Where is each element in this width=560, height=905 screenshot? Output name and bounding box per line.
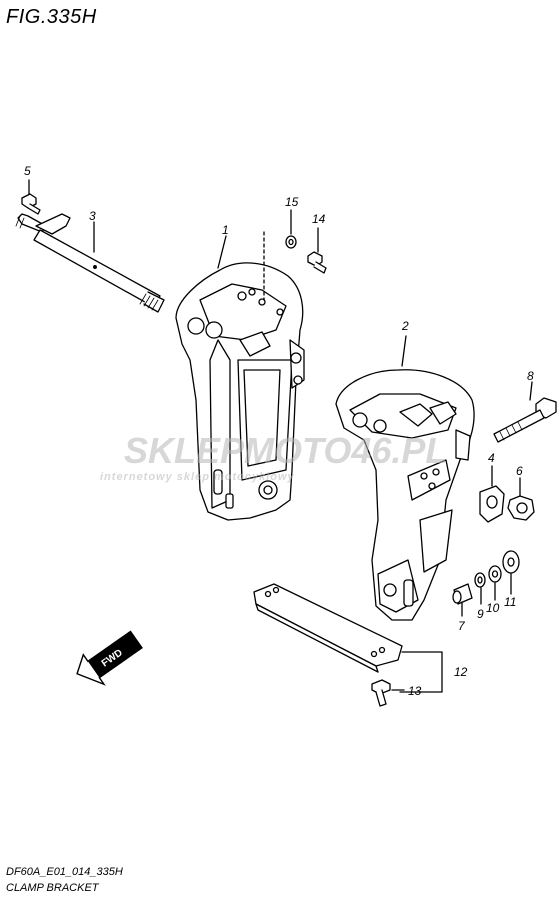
callout-5[interactable]: 5: [24, 164, 31, 178]
part-14-bolt[interactable]: [307, 251, 327, 274]
part-5-bolt[interactable]: [21, 193, 41, 215]
watermark-text: SKLEPMOTO46.PL: [124, 430, 447, 471]
callout-1[interactable]: 1: [222, 223, 229, 237]
part-2-clamp-bracket[interactable]: [335, 369, 475, 621]
callout-12[interactable]: 12: [454, 665, 468, 679]
leader-1: [217, 235, 227, 269]
leader-12: [399, 651, 443, 693]
figure-name: CLAMP BRACKET: [6, 882, 99, 894]
watermark-subtext: internetowy sklep motocyklowy: [100, 471, 295, 483]
arrow-fwd-icon: [76, 630, 143, 686]
callout-6[interactable]: 6: [516, 464, 523, 478]
callout-4[interactable]: 4: [488, 451, 495, 465]
part-15-washer[interactable]: [285, 235, 297, 249]
leader-8: [529, 381, 533, 401]
part-13-bolt[interactable]: [371, 679, 391, 707]
callout-9[interactable]: 9: [477, 607, 484, 621]
part-11-washer[interactable]: [502, 550, 520, 574]
callout-2[interactable]: 2: [401, 319, 409, 333]
part-7-bushing[interactable]: [452, 583, 473, 605]
figure-title: FIG.335H: [6, 6, 97, 28]
part-9-lock-washer[interactable]: [474, 572, 486, 588]
part-4-plate[interactable]: [479, 485, 505, 523]
callout-15[interactable]: 15: [285, 195, 299, 209]
part-12-plate[interactable]: [253, 583, 403, 673]
callout-3[interactable]: 3: [89, 209, 96, 223]
part-10-washer[interactable]: [488, 565, 502, 583]
part-8-bolt[interactable]: [493, 397, 557, 443]
figure-code: DF60A_E01_014_335H: [6, 866, 123, 878]
fwd-direction-badge: FWD: [76, 630, 143, 686]
callout-8[interactable]: 8: [527, 369, 534, 383]
callout-10[interactable]: 10: [486, 601, 500, 615]
part-6-nut[interactable]: [507, 495, 535, 521]
callout-7[interactable]: 7: [458, 619, 466, 633]
callout-13[interactable]: 13: [408, 684, 422, 698]
watermark: SKLEPMOTO46.PL internetowy sklep motocyk…: [100, 430, 447, 483]
part-3-shaft[interactable]: [15, 213, 165, 313]
callout-11[interactable]: 11: [504, 595, 516, 609]
callout-14[interactable]: 14: [312, 212, 326, 226]
leader-2: [401, 335, 407, 367]
